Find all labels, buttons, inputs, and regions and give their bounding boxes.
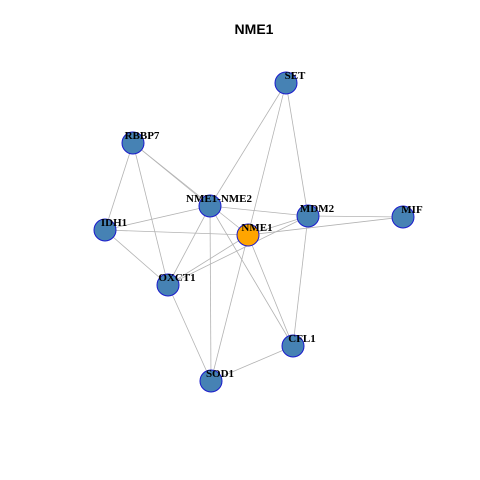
edge-rbbp7-nme1 <box>132 142 249 236</box>
edge-mdm2-cfl1 <box>292 215 309 347</box>
node-label-idh1: IDH1 <box>101 217 127 229</box>
edge-nme1-nme2-idh1 <box>104 205 211 231</box>
edge-rbbp7-oxct1 <box>132 142 169 286</box>
node-label-sod1: SOD1 <box>206 368 234 380</box>
node-label-rbbp7: RBBP7 <box>125 130 160 142</box>
edge-sod1-cfl1 <box>210 345 294 382</box>
edge-nme1-oxct1 <box>167 234 249 286</box>
node-nme1[interactable] <box>236 223 260 247</box>
node-cfl1[interactable] <box>281 334 305 358</box>
node-oxct1[interactable] <box>156 273 180 297</box>
edge-set-mdm2 <box>285 82 309 217</box>
edge-nme1-nme2-sod1 <box>209 205 212 382</box>
node-label-mif: MIF <box>401 204 423 216</box>
edge-nme1-mif <box>247 216 404 236</box>
node-mif[interactable] <box>391 205 415 229</box>
node-label-cfl1: CFL1 <box>288 333 316 345</box>
node-label-mdm2: MDM2 <box>300 203 335 215</box>
edge-set-nme1 <box>247 82 287 236</box>
node-label-nme1-nme2: NME1-NME2 <box>186 193 252 205</box>
edge-nme1-nme2-cfl1 <box>209 205 294 347</box>
node-nme1-nme2[interactable] <box>198 194 222 218</box>
node-label-set: SET <box>285 70 306 82</box>
graph-title: NME1 <box>234 21 274 37</box>
node-rbbp7[interactable] <box>121 131 145 155</box>
node-sod1[interactable] <box>199 369 223 393</box>
edge-mdm2-oxct1 <box>167 215 309 286</box>
edge-rbbp7-idh1 <box>104 142 134 231</box>
edge-set-nme1-nme2 <box>209 82 287 207</box>
edge-nme1-nme2-oxct1 <box>167 205 211 286</box>
node-label-nme1: NME1 <box>241 222 272 234</box>
edges-layer <box>104 82 404 382</box>
edge-oxct1-sod1 <box>167 284 212 382</box>
edge-idh1-oxct1 <box>104 229 169 286</box>
node-mdm2[interactable] <box>296 204 320 228</box>
edge-nme1-sod1 <box>210 234 249 382</box>
node-set[interactable] <box>274 71 298 95</box>
nodes-layer <box>93 71 415 393</box>
edge-nme1-cfl1 <box>247 234 294 347</box>
edge-mdm2-mif <box>307 215 404 218</box>
node-idh1[interactable] <box>93 218 117 242</box>
edge-idh1-nme1 <box>104 229 249 236</box>
node-label-oxct1: OXCT1 <box>158 272 195 284</box>
edge-nme1-nme2-mdm2 <box>209 205 309 217</box>
